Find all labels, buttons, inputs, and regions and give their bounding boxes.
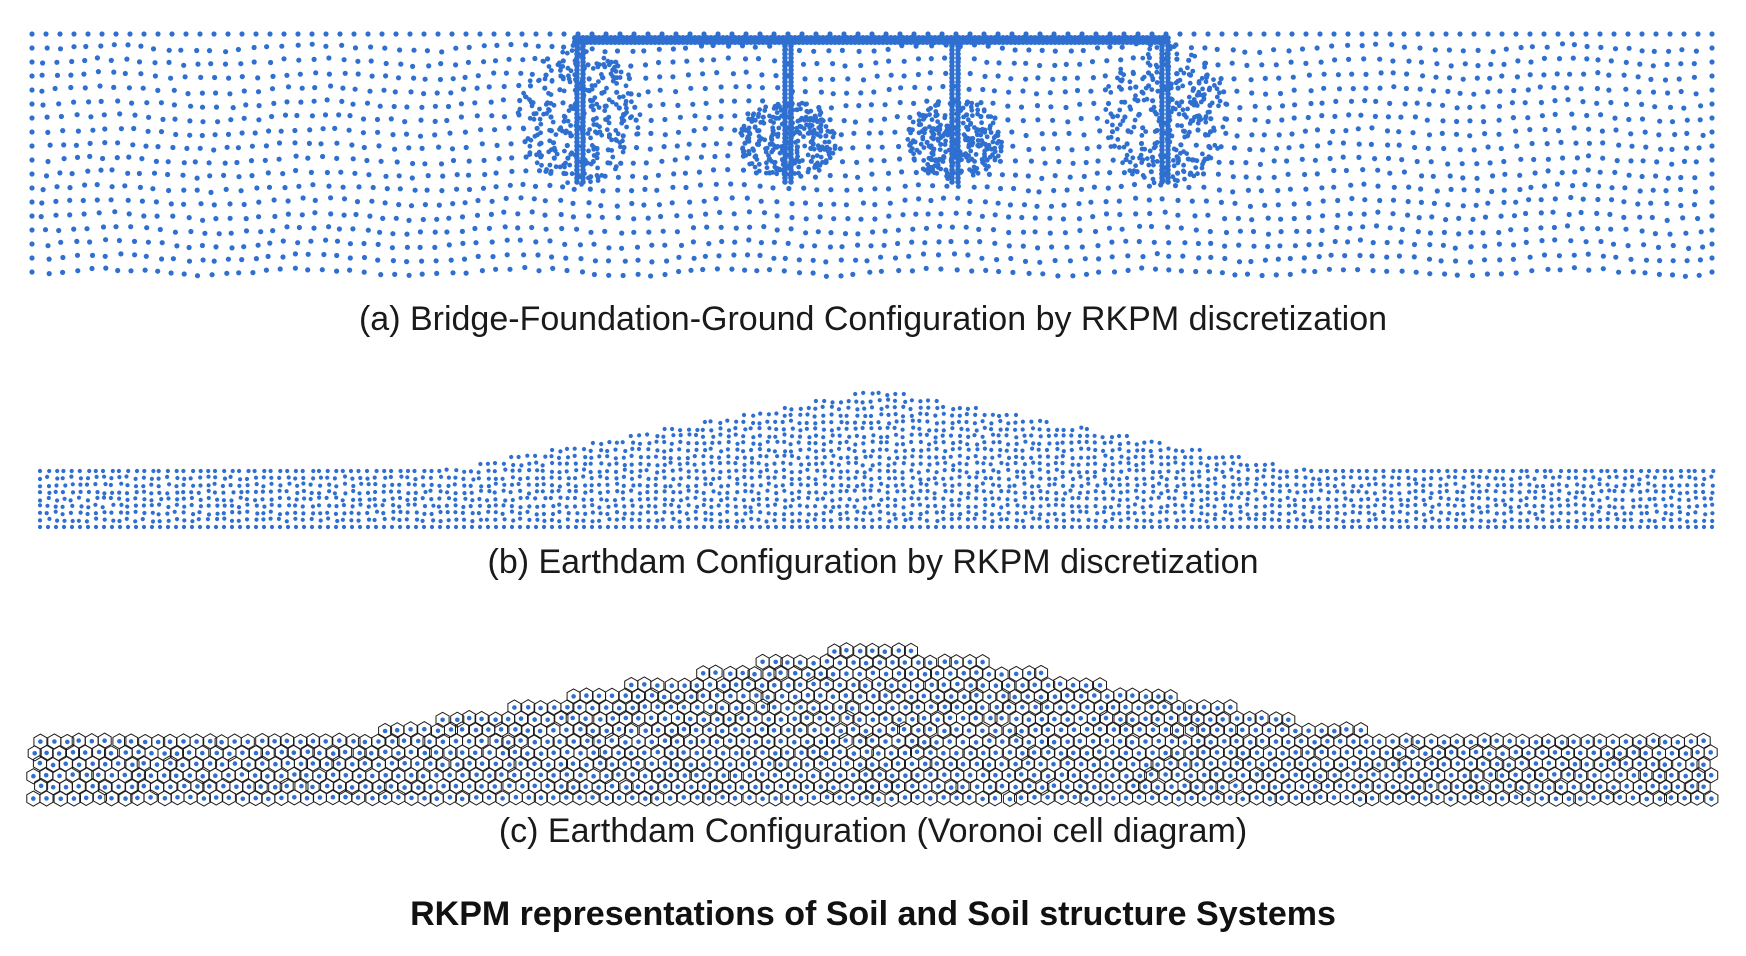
- bridge-structure: [572, 35, 1171, 185]
- bridge-foundation-ground-particle-diagram: [29, 31, 1715, 279]
- voronoi-cells: [26, 642, 1719, 808]
- earthdam-particle-diagram: [37, 390, 1716, 530]
- caption-panel-b: (b) Earthdam Configuration by RKPM discr…: [487, 543, 1259, 581]
- earthdam-particles: [37, 390, 1716, 530]
- soil-particles: [29, 31, 1715, 279]
- caption-panel-c: (c) Earthdam Configuration (Voronoi cell…: [498, 812, 1248, 850]
- voronoi-nodes: [31, 648, 1714, 802]
- panel-b: [0, 375, 1746, 545]
- caption-panel-a: (a) Bridge-Foundation-Ground Configurati…: [358, 300, 1388, 338]
- earthdam-voronoi-cell-diagram: [26, 642, 1719, 808]
- panel-c: [0, 630, 1746, 810]
- figure-title: RKPM representations of Soil and Soil st…: [410, 895, 1336, 933]
- panel-a: [0, 0, 1746, 300]
